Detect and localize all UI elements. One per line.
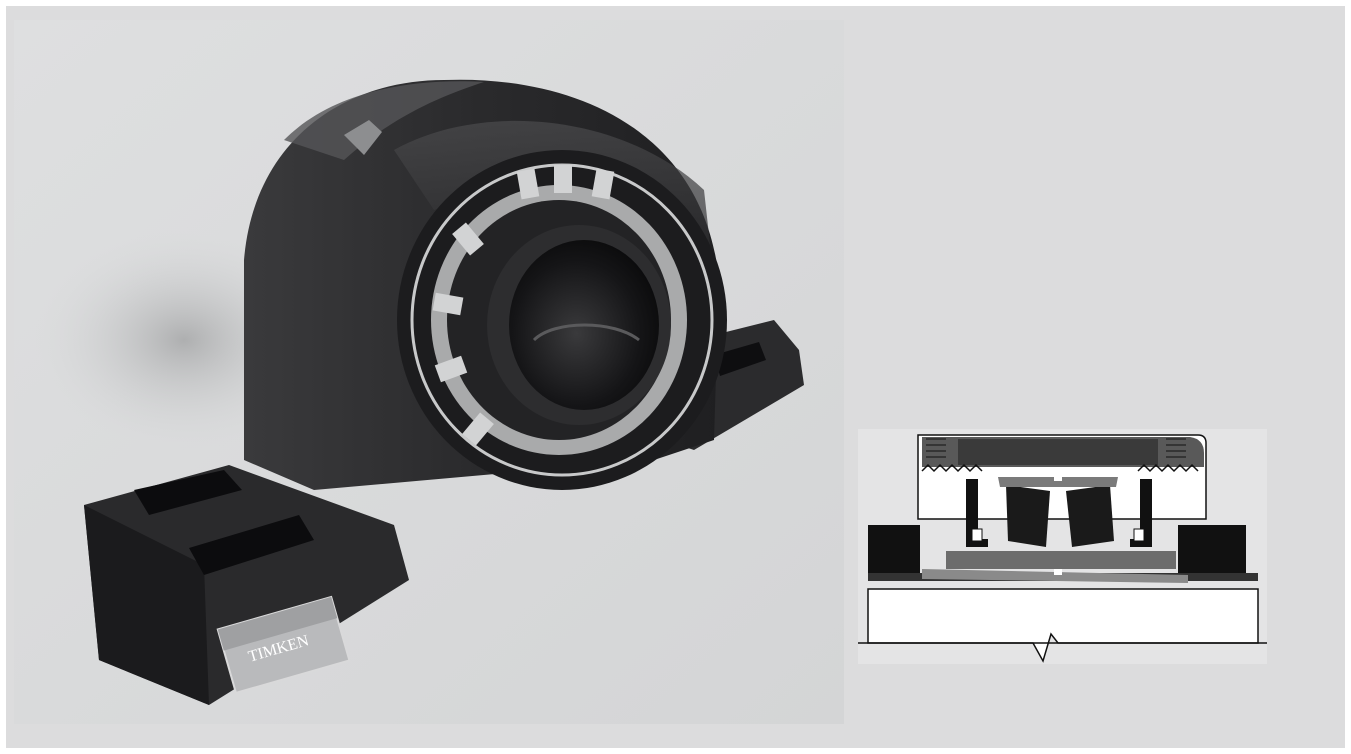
seal-right: [1130, 479, 1152, 547]
roller-left: [1006, 485, 1050, 547]
grease-fitting: [344, 120, 382, 155]
background-panel: TIMKEN: [6, 6, 1345, 748]
roller-right: [1066, 485, 1114, 547]
bearing-photo: TIMKEN: [14, 20, 844, 724]
left-housing-block: [868, 525, 920, 573]
outer-race: [998, 477, 1118, 487]
lock-nut-teeth: [432, 165, 615, 446]
left-foot-slot-bottom: [189, 515, 314, 575]
adapter-sleeve-section: [922, 569, 1188, 583]
right-housing-block: [1178, 525, 1246, 573]
bolt-threads: [926, 438, 1186, 458]
right-foot-slot: [714, 342, 766, 376]
left-foot-slot-top: [134, 470, 242, 515]
cross-section-diagram: [858, 429, 1267, 664]
inner-race: [946, 551, 1176, 569]
